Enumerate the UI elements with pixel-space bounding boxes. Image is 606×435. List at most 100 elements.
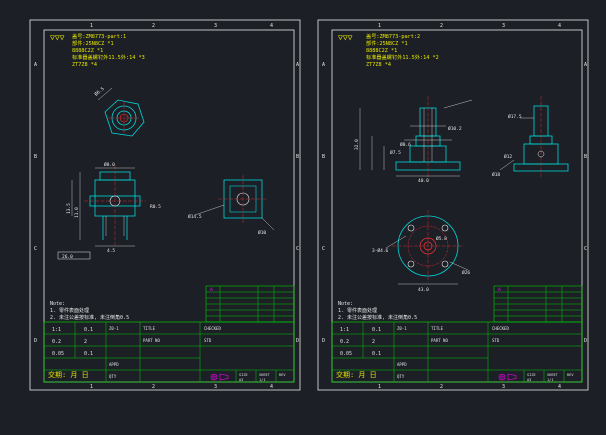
tb-cell: 0.05 <box>340 351 352 357</box>
tb-mid: APPD <box>397 362 407 367</box>
grid-number: 1 <box>378 384 381 390</box>
note-line: 盖号:ZM8773-part:2 <box>366 32 420 40</box>
tb-right: STD <box>492 338 500 343</box>
note-item: 2. 未注公差按标准, 未注倒角0.5 <box>338 314 417 321</box>
tb-right: CHECKED <box>204 326 221 331</box>
bottom-view-flange[interactable] <box>385 210 469 285</box>
sheet-inner-frame <box>331 29 583 383</box>
note-line: 部件:25N8CZ *1 <box>72 39 114 47</box>
grid-number: 2 <box>440 384 443 390</box>
tb-mid: TITLE <box>143 326 156 331</box>
note-line: 盖号:ZM8773-part:1 <box>72 32 126 40</box>
grid-number: 3 <box>214 23 217 29</box>
revision-cell: A <box>498 287 501 293</box>
note-line: 标准器盖螺钉外11.5外:14 *3 <box>72 53 145 61</box>
note-line: 8888C2Z *1 <box>72 48 103 54</box>
revision-cell: A <box>210 287 213 293</box>
grid-letter: D <box>584 338 587 344</box>
dimension-label: 40.0 <box>418 178 429 184</box>
dimension-label: Ø17.5 <box>508 113 522 120</box>
dimension-label: R0.5 <box>150 204 161 210</box>
tb-mid: APPD <box>109 362 119 367</box>
dimension-label: Ø7.5 <box>390 149 401 156</box>
dimension-label: Ø26 <box>462 269 470 276</box>
grid-letter: A <box>34 62 37 68</box>
notes-title: Note: <box>50 301 65 307</box>
delivery-date-label: 交期: 月 日 <box>48 370 89 379</box>
tb-mid: Z0-1 <box>109 326 119 331</box>
note-line: ZT7Z8 *4 <box>72 62 97 68</box>
projection-symbol-icon <box>498 373 517 381</box>
tb-mid: Z0-1 <box>397 326 407 331</box>
tb-rev: A3 <box>239 378 243 382</box>
grid-number: 4 <box>270 23 273 29</box>
side-view-shaft[interactable] <box>499 96 569 178</box>
tb-cell: 1:1 <box>340 327 349 333</box>
grid-letter: B <box>296 154 299 160</box>
top-view-nut[interactable] <box>97 87 145 137</box>
projection-symbol-icon <box>210 373 229 381</box>
sheet-inner-frame <box>43 29 295 383</box>
grid-letter: A <box>296 62 299 68</box>
tb-right: CHECKED <box>492 326 509 331</box>
tb-cell: 0.1 <box>372 327 381 333</box>
revision-table[interactable] <box>205 285 295 323</box>
dimension-label: 43.0 <box>418 287 429 293</box>
grid-letter: B <box>34 154 37 160</box>
dimension-label: 11.0 <box>74 207 80 218</box>
tb-right: SIZE <box>239 373 248 377</box>
dimension-label: Ø5.8 <box>436 235 447 242</box>
side-view-body[interactable] <box>194 175 275 231</box>
grid-letter: D <box>34 338 37 344</box>
dimension-label: Ø6.5 <box>93 85 106 98</box>
dimension-label: Ø10.2 <box>448 125 462 132</box>
dimension-label: 3-Ø4.6 <box>372 247 389 254</box>
grid-letter: A <box>584 62 587 68</box>
sheet-outer-frame <box>29 19 301 391</box>
tb-right: STD <box>204 338 212 343</box>
dimension-label: Ø18 <box>492 171 500 178</box>
note-item: 2. 未注公差按标准, 未注倒角0.5 <box>50 314 129 321</box>
grid-number: 2 <box>152 23 155 29</box>
tb-right: REV <box>279 373 286 377</box>
tb-rev: 1/1 <box>547 378 554 382</box>
grid-letter: C <box>296 246 299 252</box>
grid-number: 3 <box>502 384 505 390</box>
grid-letter: D <box>296 338 299 344</box>
tb-cell: 0.1 <box>372 351 381 357</box>
surface-finish-symbols: ▽▽▽ <box>338 33 353 42</box>
tb-mid: PART NO <box>431 338 448 343</box>
revision-table[interactable] <box>493 285 583 323</box>
grid-number: 3 <box>214 384 217 390</box>
note-item: 1. 零件表面处理 <box>338 307 377 314</box>
tb-cell: 0.1 <box>84 327 93 333</box>
dimension-label: Ø10 <box>258 229 266 236</box>
front-view-shaft[interactable] <box>359 96 473 178</box>
note-line: 8888C2Z *1 <box>366 48 397 54</box>
sheet-left: A B C D A B C D 1 2 3 4 1 2 3 4 ▽▽▽ 盖号:Z… <box>29 19 301 391</box>
front-view-body[interactable] <box>71 165 146 247</box>
grid-letter: B <box>322 154 325 160</box>
tb-right: SHEET <box>259 373 271 377</box>
title-block[interactable] <box>43 321 295 383</box>
sheet-right: A B C D A B C D 1 2 3 4 1 2 3 4 ▽▽▽ 盖号:Z… <box>317 19 589 391</box>
tb-cell: 0.2 <box>340 339 349 345</box>
sheet-outer-frame <box>317 19 589 391</box>
title-block[interactable] <box>331 321 583 383</box>
tb-mid: QTY <box>109 374 117 379</box>
dimension-label: Ø8.6 <box>400 141 411 148</box>
datum-box <box>57 251 91 260</box>
grid-number: 4 <box>558 23 561 29</box>
tb-mid: PART NO <box>143 338 160 343</box>
tb-rev: 1/1 <box>259 378 266 382</box>
tb-cell: 2 <box>84 339 87 345</box>
tb-mid: TITLE <box>431 326 444 331</box>
grid-letter: B <box>584 154 587 160</box>
dimension-label: Ø14.5 <box>188 213 202 220</box>
surface-finish-symbols: ▽▽▽ <box>50 33 65 42</box>
grid-number: 3 <box>502 23 505 29</box>
tb-right: REV <box>567 373 574 377</box>
tb-cell: 0.05 <box>52 351 64 357</box>
tb-right: SIZE <box>527 373 536 377</box>
